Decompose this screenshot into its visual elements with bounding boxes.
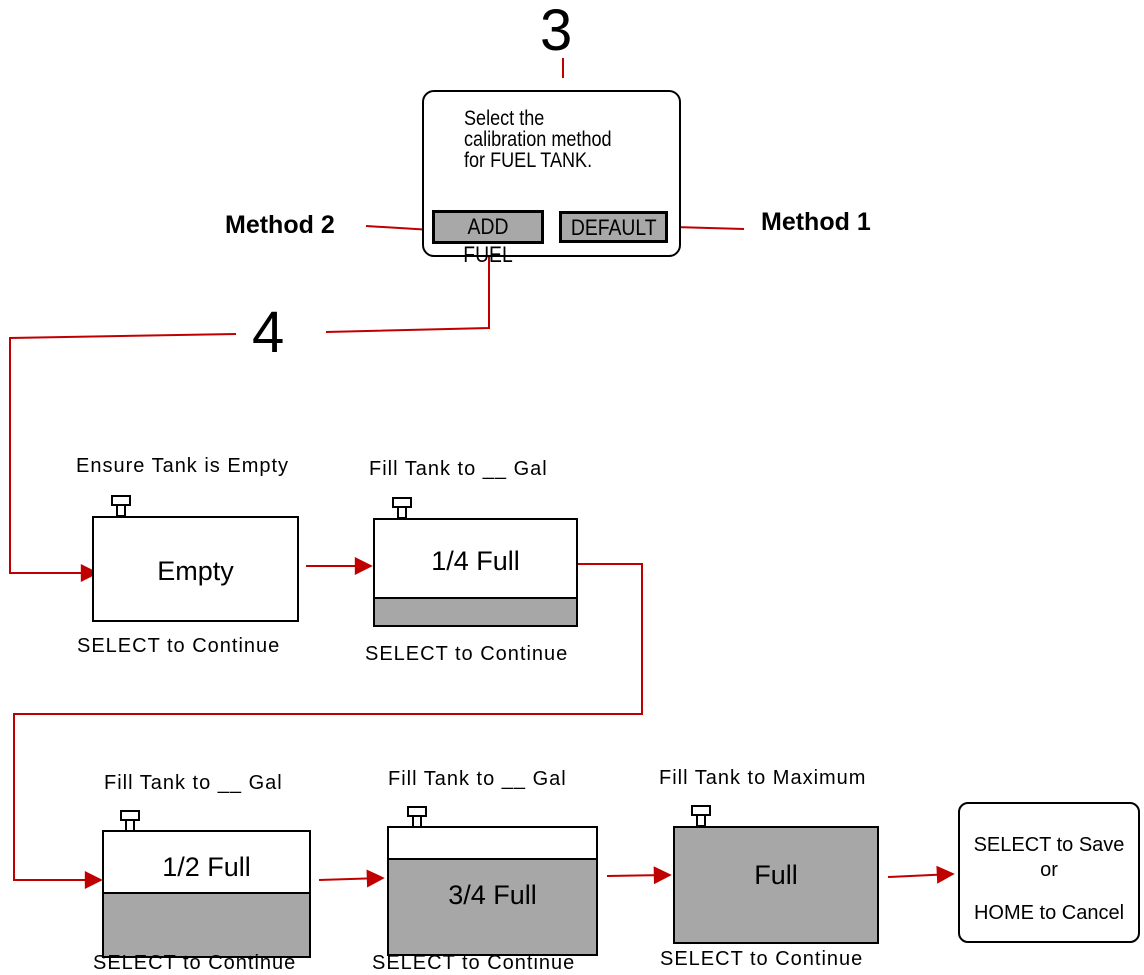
prompt-line: for FUEL TANK.	[464, 149, 593, 172]
tank-footer: SELECT to Continue	[372, 952, 576, 974]
or-text: or	[1040, 859, 1058, 881]
tank-instruction: Fill Tank to __ Gal	[388, 768, 567, 790]
add-fuel-to-step4-line	[325, 249, 490, 333]
calibration-method-screen: Select the calibration method for FUEL T…	[422, 90, 681, 267]
prompt-line: calibration method	[464, 128, 612, 151]
half-to-three-quarter-line	[318, 869, 385, 888]
tank-fill	[675, 828, 877, 942]
tank-fill	[104, 892, 309, 956]
method-1-label: Method 1	[761, 208, 871, 236]
tank-label: 3/4 Full	[448, 880, 537, 910]
tank-instruction: Fill Tank to __ Gal	[369, 458, 548, 480]
method1-leader-line	[673, 226, 745, 230]
default-button-label: DEFAULT	[570, 215, 657, 240]
tank-label: 1/4 Full	[431, 546, 520, 576]
tank-footer: SELECT to Continue	[365, 643, 569, 665]
step-number-3: 3	[540, 0, 573, 63]
step-number-4: 4	[252, 300, 285, 365]
tank-three-quarter-full: 3/4 Full	[387, 826, 598, 956]
default-button[interactable]: DEFAULT	[559, 211, 668, 243]
cancel-instruction: HOME to Cancel	[973, 902, 1125, 924]
tank-label: 1/2 Full	[162, 852, 251, 882]
save-instruction: SELECT to Save	[973, 834, 1125, 856]
save-or-cancel-screen: SELECT to Save or HOME to Cancel	[958, 802, 1140, 943]
tank-half-full: 1/2 Full	[102, 830, 311, 958]
method-2-label: Method 2	[225, 211, 335, 239]
tank-full: Full	[673, 826, 879, 944]
three-quarter-to-full-line	[606, 866, 672, 885]
screen-prompt: Select the calibration method for FUEL T…	[464, 108, 612, 171]
step4-to-empty-line	[9, 333, 237, 582]
tank-instruction: Fill Tank to Maximum	[659, 767, 867, 789]
add-fuel-button[interactable]: ADD FUEL	[432, 210, 544, 267]
tank-empty: Empty	[92, 516, 299, 622]
prompt-line: Select the	[464, 107, 545, 130]
tank-footer: SELECT to Continue	[77, 635, 281, 657]
tank-quarter-full: 1/4 Full	[373, 518, 578, 627]
tank-instruction: Fill Tank to __ Gal	[104, 772, 283, 794]
tank-footer: SELECT to Continue	[660, 948, 864, 970]
tank-fill	[389, 857, 596, 954]
quarter-to-half-line	[13, 563, 643, 889]
tank-label: Full	[754, 860, 798, 890]
tank-label: Empty	[157, 556, 234, 586]
add-fuel-button-label: ADD FUEL	[463, 214, 513, 267]
tank-instruction: Ensure Tank is Empty	[76, 455, 290, 477]
method2-leader-line	[365, 225, 433, 231]
tank-fill	[375, 596, 576, 625]
full-to-final-line	[887, 865, 955, 884]
tank-footer: SELECT to Continue	[93, 952, 297, 974]
